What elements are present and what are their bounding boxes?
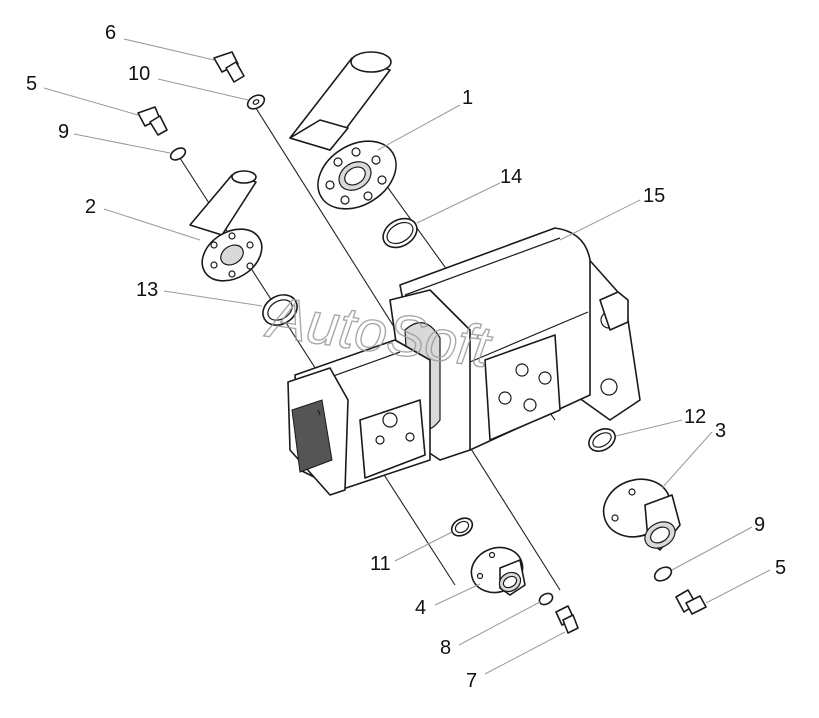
callout-5: 5: [775, 557, 786, 579]
washer-9-lower: [653, 566, 673, 582]
callout-2: 2: [85, 196, 96, 218]
callout-5: 5: [26, 73, 37, 95]
callout-7: 7: [466, 670, 477, 692]
callout-10: 10: [128, 63, 150, 85]
bolt-6: [213, 51, 245, 83]
callout-3: 3: [715, 420, 726, 442]
callout-13: 13: [136, 279, 158, 301]
callout-1: 1: [462, 87, 473, 109]
callout-6: 6: [105, 22, 116, 44]
callout-12: 12: [684, 406, 706, 428]
bolt-7: [555, 605, 579, 634]
callout-9: 9: [754, 514, 765, 536]
callout-8: 8: [440, 637, 451, 659]
callout-9: 9: [58, 121, 69, 143]
upper-pipe-flange: [289, 51, 397, 210]
lower-pipe-flange: [189, 170, 263, 282]
callout-11: 11: [370, 553, 391, 575]
pump-body: [287, 227, 641, 496]
bolt-5-lower: [675, 589, 707, 615]
bolt-5-upper: [137, 106, 168, 136]
rear-port-flange: [602, 478, 681, 551]
leader-lines: [43, 38, 771, 675]
washer-8: [538, 592, 554, 606]
callout-4: 4: [415, 597, 426, 619]
callout-15: 15: [643, 185, 665, 207]
front-port-flange: [470, 546, 526, 596]
washer-9-upper: [169, 147, 187, 161]
callout-labels: 6 10 5 9 1 14 15 2 13 12 3 9 5 11 4 8 7: [26, 22, 786, 692]
callout-14: 14: [500, 166, 522, 188]
